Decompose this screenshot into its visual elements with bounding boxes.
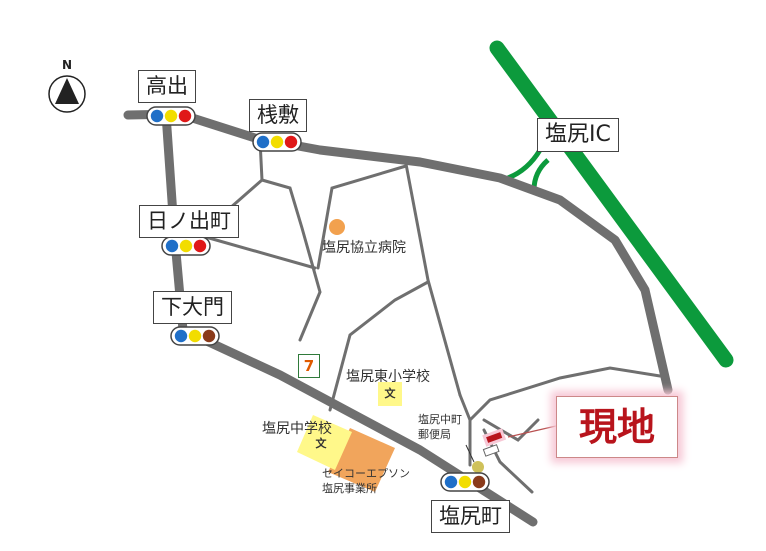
destination-leader-line bbox=[507, 425, 557, 438]
traffic-signal-shiojiricho bbox=[440, 472, 490, 492]
traffic-signal-takade bbox=[146, 106, 196, 126]
local-streets bbox=[200, 138, 662, 494]
seiko-epson-label-line1: セイコーエプソン bbox=[322, 467, 410, 480]
seiko-epson-label-line2: 塩尻事業所 bbox=[322, 482, 377, 495]
compass-north-label: N bbox=[62, 58, 73, 72]
intersection-label-sajiki: 桟敷 bbox=[249, 99, 307, 132]
school-icon: 文 bbox=[315, 437, 327, 450]
post-office-label-line2: 郵便局 bbox=[418, 428, 451, 441]
destination-marker bbox=[482, 428, 507, 447]
traffic-signal-hinodecho bbox=[161, 236, 211, 256]
hospital-label: 塩尻協立病院 bbox=[322, 240, 406, 256]
east-elementary-label: 塩尻東小学校 bbox=[346, 369, 430, 385]
school-icon: 文 bbox=[378, 382, 402, 406]
post-office-marker bbox=[472, 461, 484, 473]
interchange-label: 塩尻IC bbox=[537, 118, 619, 152]
intersection-label-shimooomon: 下大門 bbox=[153, 291, 232, 324]
intersection-label-takade: 高出 bbox=[138, 70, 196, 103]
compass-icon bbox=[48, 75, 86, 113]
destination-label: 現地 bbox=[556, 396, 678, 458]
traffic-signal-shimooomon bbox=[170, 326, 220, 346]
post-office-building bbox=[482, 444, 500, 457]
intersection-label-hinodecho: 日ノ出町 bbox=[139, 205, 239, 238]
post-office-label-line1: 塩尻中町 bbox=[418, 413, 462, 426]
convenience-store-icon: 7 bbox=[298, 354, 320, 378]
traffic-signal-sajiki bbox=[252, 132, 302, 152]
intersection-label-shiojiricho: 塩尻町 bbox=[431, 500, 510, 533]
hospital-marker bbox=[329, 219, 345, 235]
post-office-leader-line bbox=[465, 444, 475, 463]
expressway bbox=[489, 40, 734, 368]
junior-high-label: 塩尻中学校 bbox=[262, 421, 332, 437]
junior-high-area bbox=[297, 415, 352, 470]
